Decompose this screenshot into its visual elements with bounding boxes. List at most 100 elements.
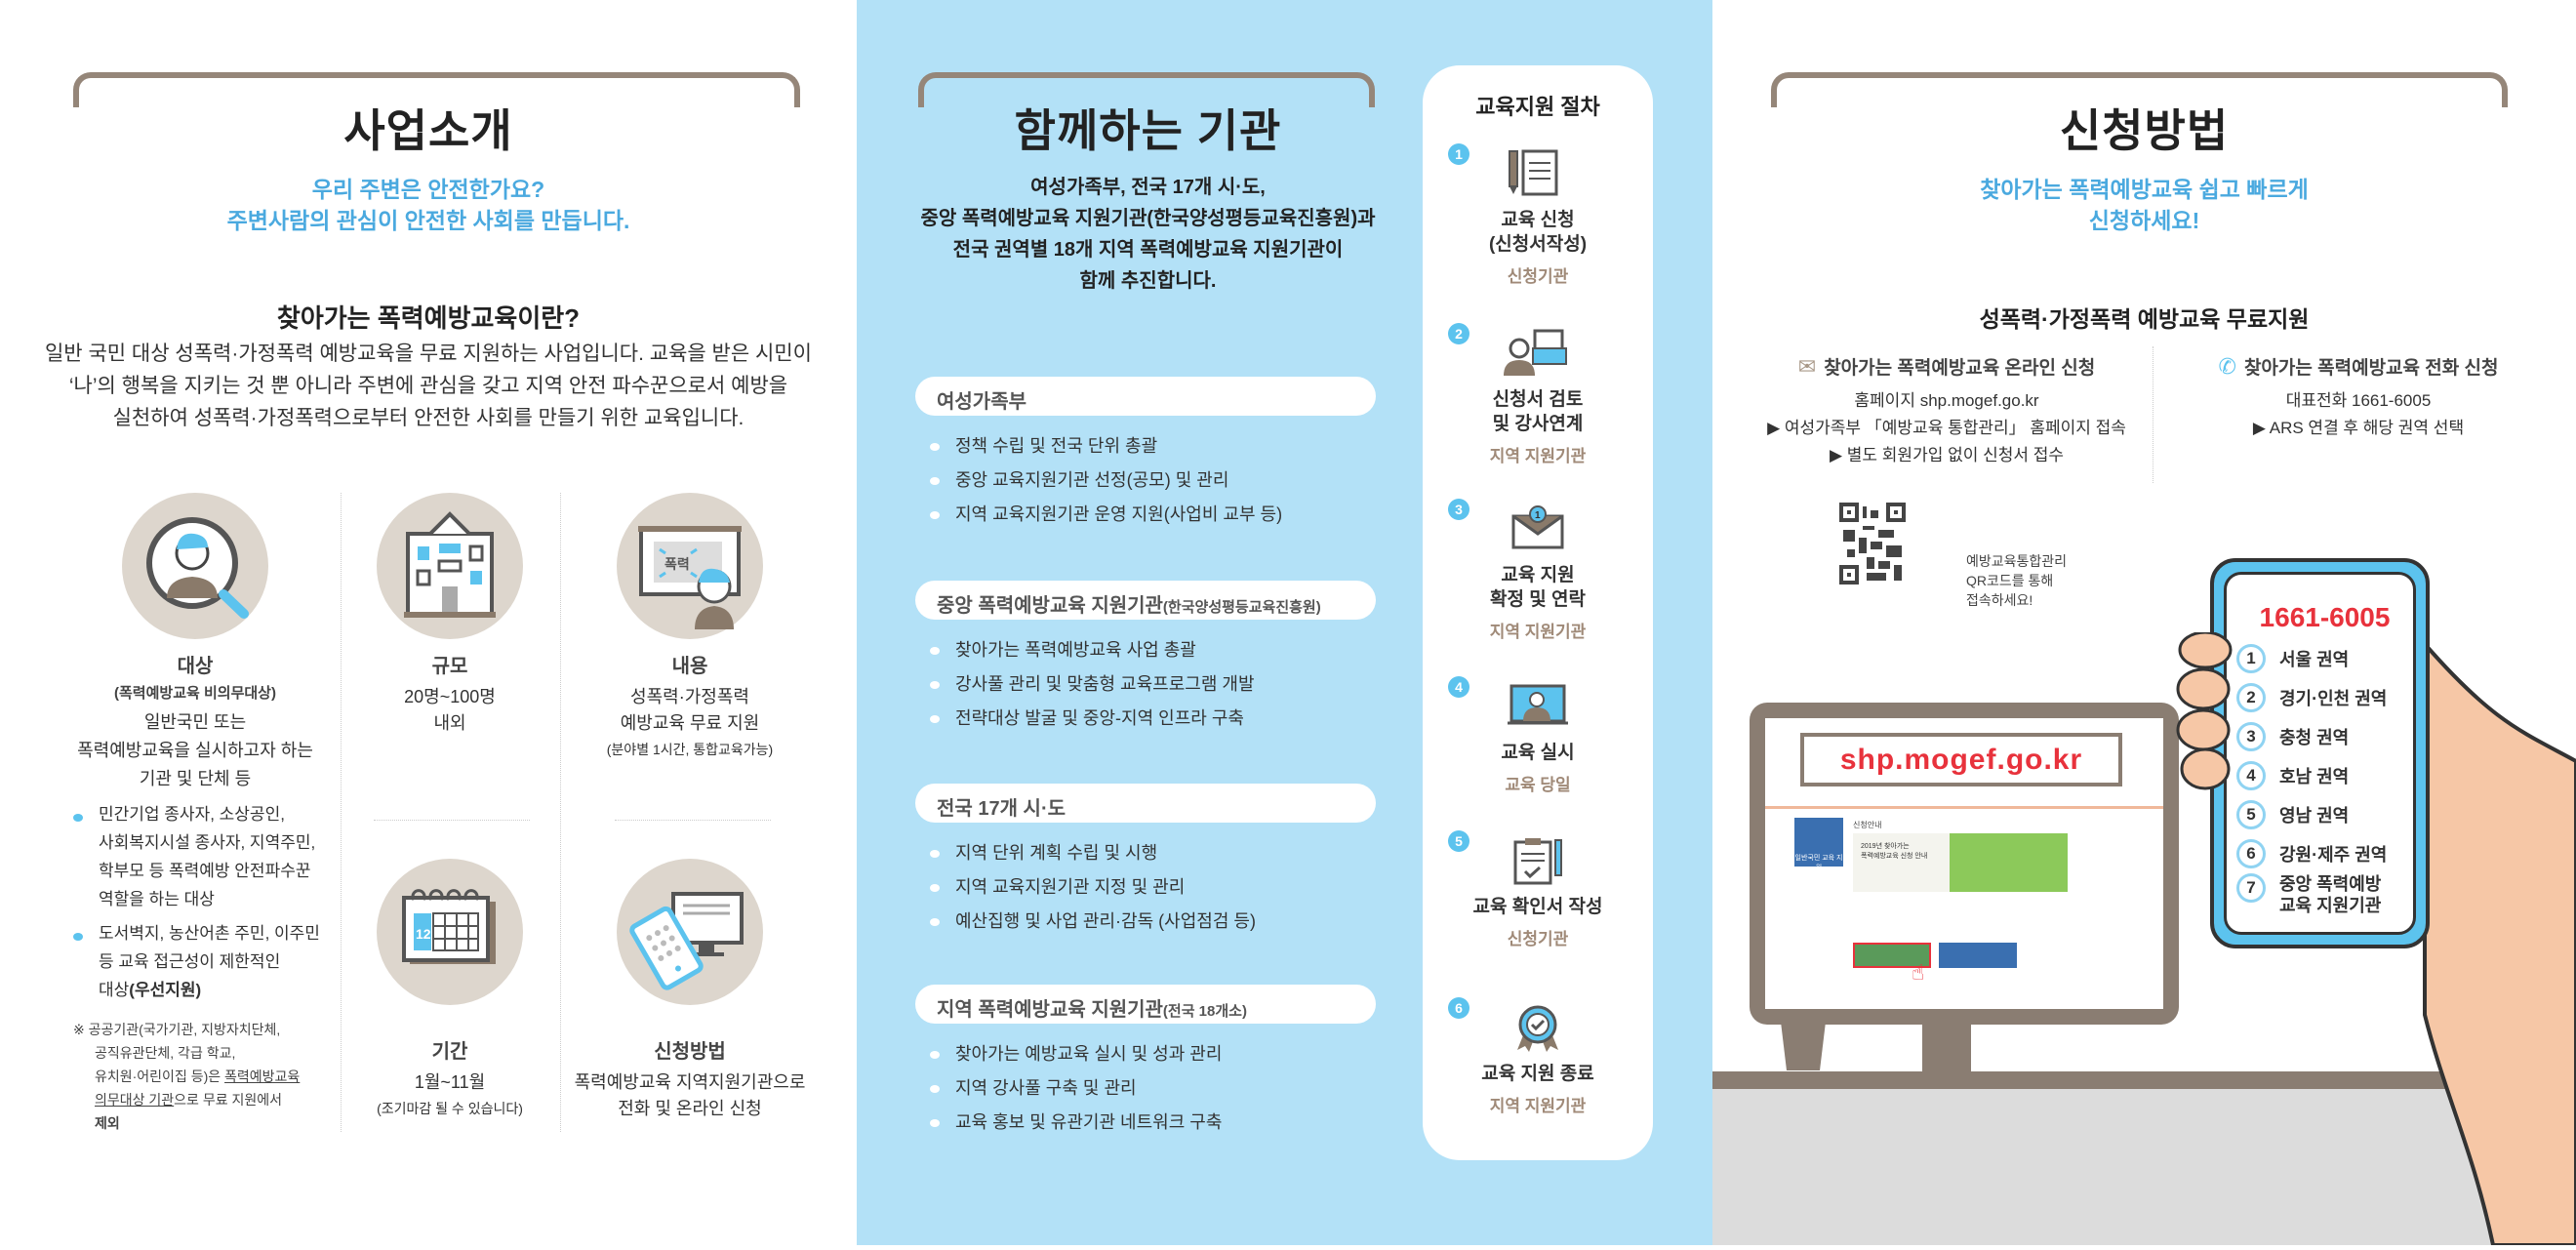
step-name: 신청서 검토 [1492,389,1584,410]
scale-label-block: 규모 20명~100명 내외 [323,654,577,737]
region-name: 강원·제주 권역 [2279,845,2388,865]
step-name: 교육 실시 [1501,743,1575,763]
phone-title: 찾아가는 폭력예방교육 전화 신청 [2243,358,2499,379]
region-name: 서울 권역 [2279,650,2350,669]
step-number-badge: 3 [1448,499,1469,520]
presentation-board-icon: 폭력 [617,493,763,639]
apply-panel: 신청방법 찾아가는 폭력예방교육 쉽고 빠르게 신청하세요! 성폭력·가정폭력 … [1712,0,2576,1247]
list-item: 강사풀 관리 및 맞춤형 교육프로그램 개발 [930,667,1255,702]
document-pen-icon [1509,149,1558,196]
step-name: 및 강사연계 [1492,414,1584,434]
step-name: 교육 확인서 작성 [1472,897,1603,917]
cursor-hand-icon: ☝ [1912,960,1925,985]
desc-line: 중앙 폭력예방교육 지원기관(한국양성평등교육진흥원)과 [920,208,1376,229]
apply-slogan: 찾아가는 폭력예방교육 쉽고 빠르게 신청하세요! [1712,174,2576,236]
envelope-icon: ✉ [1797,354,1817,379]
step-name: 확정 및 연락 [1490,589,1586,610]
region-name: 호남 권역 [2279,767,2350,786]
partner-group-header: 중앙 폭력예방교육 지원기관(한국양성평등교육진흥원) [915,581,1376,620]
step-name: 교육 지원 [1501,565,1575,585]
board-text: 폭력 [664,556,690,572]
procedure-step: 1 교육 신청(신청서작성)신청기관 [1423,143,1653,287]
target-text: 기관 및 단체 등 [139,769,252,788]
site-apply-button[interactable] [1853,943,1931,968]
target-note: ※ 공공기관(국가기관, 지방자치단체, 공직유관단체, 각급 학교, 유치원·… [73,1018,300,1135]
step-name: (신청서작성) [1488,234,1588,255]
region-number: 3 [2236,722,2266,751]
step-name: 교육 지원 종료 [1481,1064,1594,1084]
step-responsible: 신청기관 [1507,930,1569,948]
period-label: 기간 [431,1041,468,1063]
header-bracket [918,72,1375,107]
list-item: 지역 교육지원기관 지정 및 관리 [930,870,1256,905]
method-text: 폭력예방교육 지역지원기관으로 [574,1072,806,1092]
method-label-block: 신청방법 폭력예방교육 지역지원기관으로 전화 및 온라인 신청 [553,1039,826,1122]
calendar-day: 12 [416,926,431,942]
content-text: 예방교육 무료 지원 [620,713,760,733]
desc-line: ‘나’의 행복을 지키는 것 뿐 아니라 주변에 관심을 갖고 지역 안전 파수… [68,375,788,397]
intro-panel: 사업소개 우리 주변은 안전한가요? 주변사람의 관심이 안전한 사회를 만듭니… [0,0,857,1245]
qr-code[interactable] [1839,503,1906,585]
step-name: 교육 신청 [1501,210,1575,230]
region-number: 7 [2236,873,2266,903]
header-bracket [1771,72,2508,107]
group-name: 중앙 폭력예방교육 지원기관 [937,595,1163,617]
list-item: 지역 강사풀 구축 및 관리 [930,1071,1222,1106]
period-text: 1월~11월 [414,1072,486,1092]
fingers [2176,630,2234,813]
list-item: 중앙 교육지원기관 선정(공모) 및 관리 [930,464,1282,498]
group-name: 전국 17개 시·도 [937,798,1067,820]
partner-group-header: 여성가족부 [915,377,1376,416]
qr-caption-line: 접속하세요! [1966,592,2033,608]
desc-line: 함께 추진합니다. [1079,270,1217,292]
desc-line: 실천하여 성폭력·가정폭력으로부터 안전한 사회를 만들기 위한 교육입니다. [112,407,745,429]
site-nav-line [1765,806,2163,809]
group-name: 지역 폭력예방교육 지원기관 [937,999,1163,1021]
step-responsible: 지역 지원기관 [1489,623,1587,641]
tablet-monitor-icon [617,859,763,1005]
site-banner-line: 2019년 찾아가는 [1861,843,1910,850]
svg-text:1: 1 [1535,510,1541,521]
online-line: ▶ 별도 회원가입 없이 신청서 접수 [1829,446,2064,464]
slogan-line: 우리 주변은 안전한가요? [311,177,545,202]
desk-edge [1712,1071,2454,1089]
site-url-banner[interactable]: shp.mogef.go.kr [1800,733,2122,786]
method-label: 신청방법 [654,1041,726,1063]
list-item: 교육 홍보 및 유관기관 네트워크 구축 [930,1106,1222,1140]
target-text: 일반국민 또는 [143,712,247,732]
intro-description: 일반 국민 대상 성폭력·가정폭력 예방교육을 무료 지원하는 사업입니다. 교… [0,338,857,434]
phone-number-display: 1661-6005 [2259,602,2391,632]
method-text: 전화 및 온라인 신청 [618,1099,762,1118]
online-title: 찾아가는 폭력예방교육 온라인 신청 [1824,358,2096,379]
divider [341,493,342,1132]
partner-group-header: 지역 폭력예방교육 지원기관(전국 18개소) [915,985,1376,1024]
divider [374,820,530,821]
list-item: 전략대상 발굴 및 중앙-지역 인프라 구축 [930,702,1255,736]
lecturer-icon [1508,684,1568,725]
calendar-icon: 12 [377,859,523,1005]
region-name: 중앙 폭력예방교육 지원기관 [2279,874,2382,915]
online-line: ▶ 여성가족부 「예방교육 통합관리」 홈페이지 접속 [1767,419,2126,437]
apply-heading: 성폭력·가정폭력 예방교육 무료지원 [1979,306,2310,332]
content-label-block: 내용 성폭력·가정폭력 예방교육 무료 지원 (분야별 1시간, 통합교육가능) [563,654,817,763]
site-check-button[interactable] [1939,943,2017,968]
region-option[interactable]: 7 중앙 폭력예방교육 지원기관 [2236,873,2413,924]
qr-caption-line: 예방교육통합관리 [1966,553,2068,569]
intro-title: 사업소개 [343,105,513,156]
online-line: 홈페이지 shp.mogef.go.kr [1854,391,2039,410]
